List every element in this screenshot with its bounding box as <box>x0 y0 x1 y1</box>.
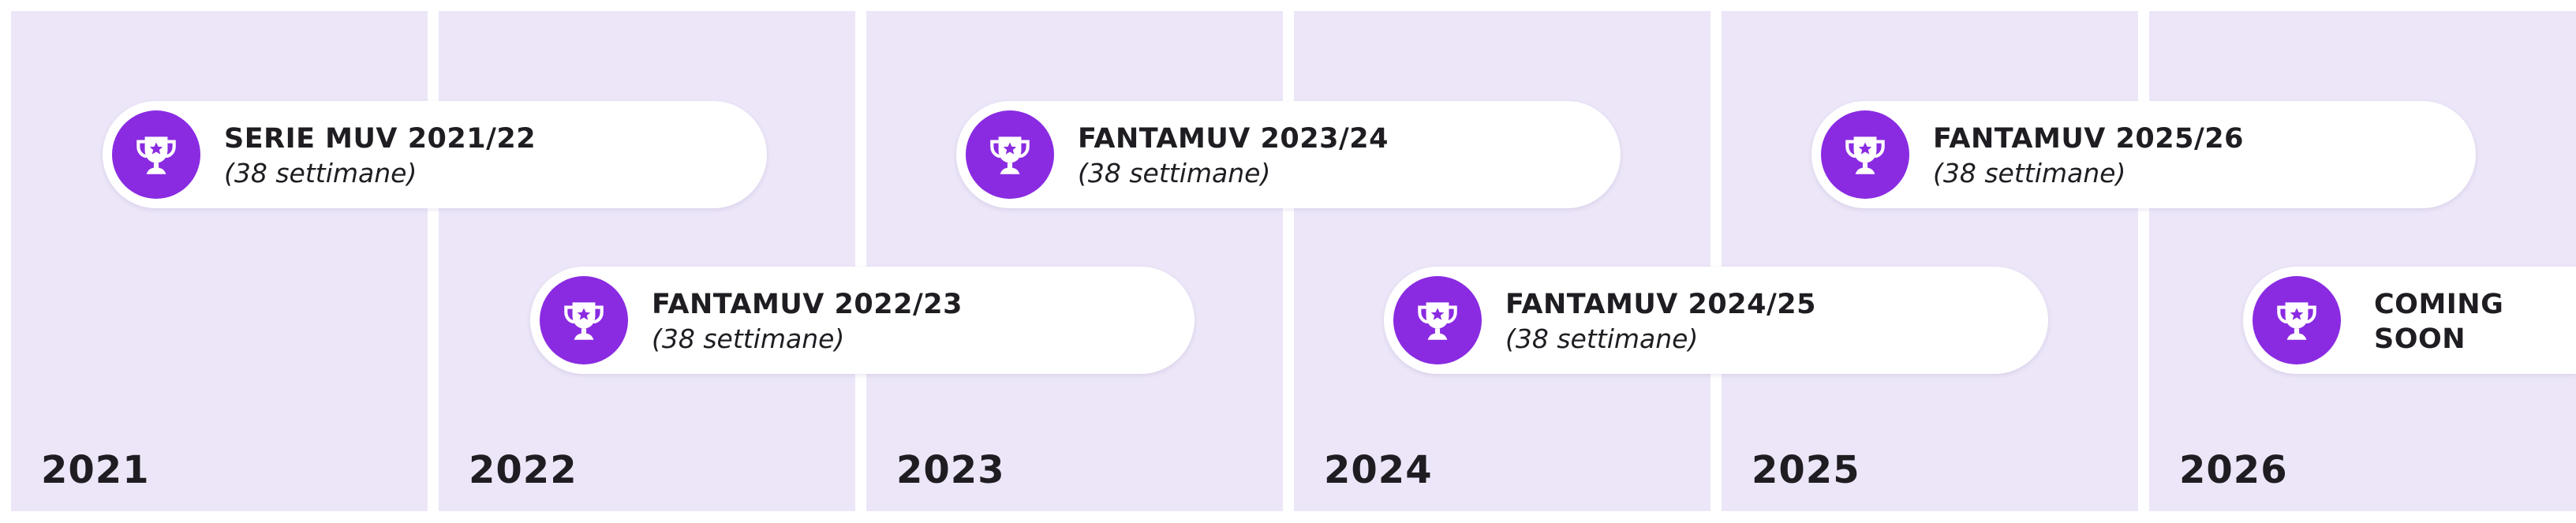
season-card-fantamuv-2023-24[interactable]: FANTAMUV 2023/24 (38 settimane) <box>956 101 1621 208</box>
season-card-fantamuv-2022-23[interactable]: FANTAMUV 2022/23 (38 settimane) <box>530 267 1195 374</box>
season-card-fantamuv-2025-26[interactable]: FANTAMUV 2025/26 (38 settimane) <box>1811 101 2476 208</box>
year-label: 2022 <box>469 448 578 492</box>
year-label: 2025 <box>1752 448 1860 492</box>
year-column-2024: 2024 <box>1294 11 1710 511</box>
year-column-2026: 2026 <box>2149 11 2576 511</box>
year-label: 2023 <box>896 448 1005 492</box>
season-duration: (38 settimane) <box>1505 323 1699 354</box>
year-column-2023: 2023 <box>866 11 1283 511</box>
season-duration: (38 settimane) <box>652 323 845 354</box>
season-duration: (38 settimane) <box>1078 158 1271 189</box>
season-title: FANTAMUV 2023/24 <box>1078 123 1389 155</box>
season-title: COMING SOON <box>2374 289 2504 355</box>
year-label: 2026 <box>2179 448 2288 492</box>
trophy-icon <box>112 110 200 199</box>
season-card-serie-muv-2021-22[interactable]: SERIE MUV 2021/22 (38 settimane) <box>103 101 767 208</box>
season-card-fantamuv-2024-25[interactable]: FANTAMUV 2024/25 (38 settimane) <box>1384 267 2048 374</box>
year-label: 2021 <box>41 448 150 492</box>
season-duration: (38 settimane) <box>224 158 417 189</box>
trophy-icon <box>2253 276 2341 364</box>
season-duration: (38 settimane) <box>1933 158 2126 189</box>
year-column-2021: 2021 <box>11 11 428 511</box>
year-column-2022: 2022 <box>439 11 855 511</box>
year-label: 2024 <box>1324 448 1433 492</box>
season-title: FANTAMUV 2022/23 <box>652 289 963 320</box>
trophy-icon <box>1821 110 1909 199</box>
season-card-coming-soon[interactable]: COMING SOON <box>2243 267 2576 374</box>
trophy-icon <box>966 110 1054 199</box>
season-title: FANTAMUV 2025/26 <box>1933 123 2244 155</box>
trophy-icon <box>540 276 628 364</box>
season-title: FANTAMUV 2024/25 <box>1505 289 1816 320</box>
trophy-icon <box>1393 276 1482 364</box>
year-column-2025: 2025 <box>1722 11 2138 511</box>
season-title: SERIE MUV 2021/22 <box>224 123 537 155</box>
